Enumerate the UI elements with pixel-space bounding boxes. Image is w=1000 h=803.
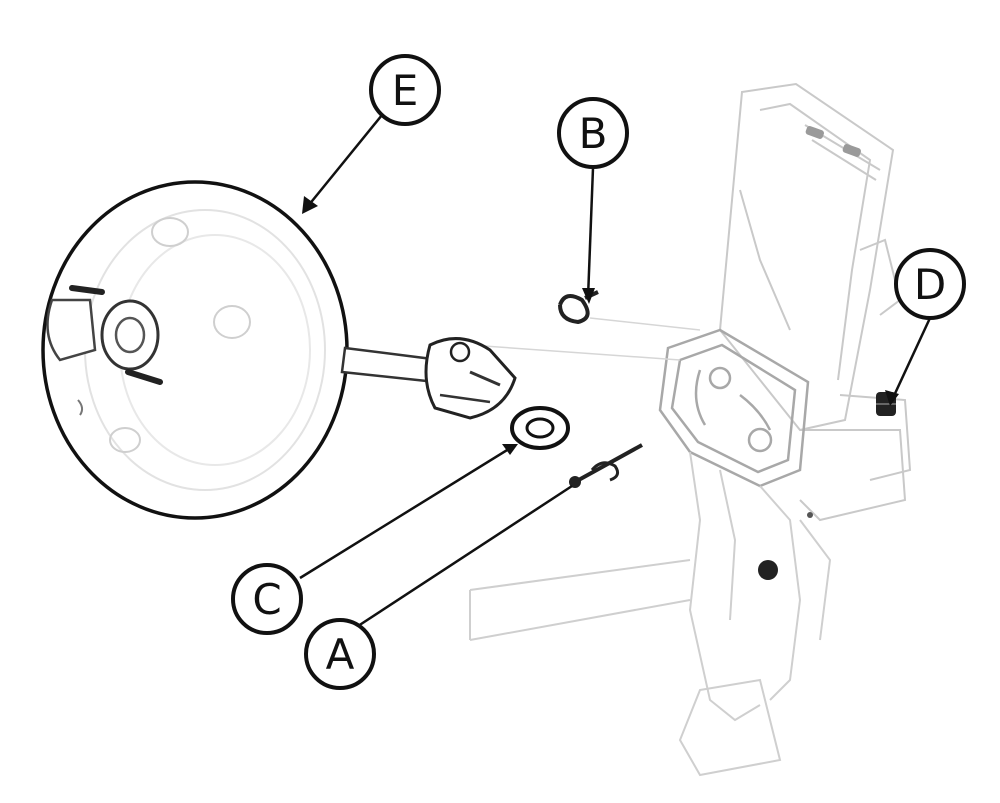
brake-booster <box>41 180 349 520</box>
mounting-plate <box>658 328 810 488</box>
bracket-slots <box>805 126 861 157</box>
callout-b-label: B <box>579 109 608 158</box>
callout-d: D <box>894 248 966 320</box>
leader-arrowheads <box>302 196 899 455</box>
callout-e-label: E <box>392 66 419 115</box>
leader-lines <box>299 114 932 630</box>
alignment-lines <box>469 317 701 361</box>
callout-c-label: C <box>252 575 281 624</box>
pedal-pivot-bolt <box>758 560 778 580</box>
callout-a-label: A <box>326 630 355 679</box>
callout-c: C <box>231 563 303 635</box>
clevis-pin-part <box>569 443 643 488</box>
callout-e: E <box>369 54 441 126</box>
callout-b: B <box>557 97 629 169</box>
pedal-switch-dot <box>807 512 813 518</box>
washer-part <box>510 406 570 450</box>
callout-a: A <box>304 618 376 690</box>
callout-d-label: D <box>914 260 946 309</box>
pedal-bracket <box>718 82 912 522</box>
pedal-arm <box>469 451 832 777</box>
booster-push-rod <box>340 337 517 420</box>
